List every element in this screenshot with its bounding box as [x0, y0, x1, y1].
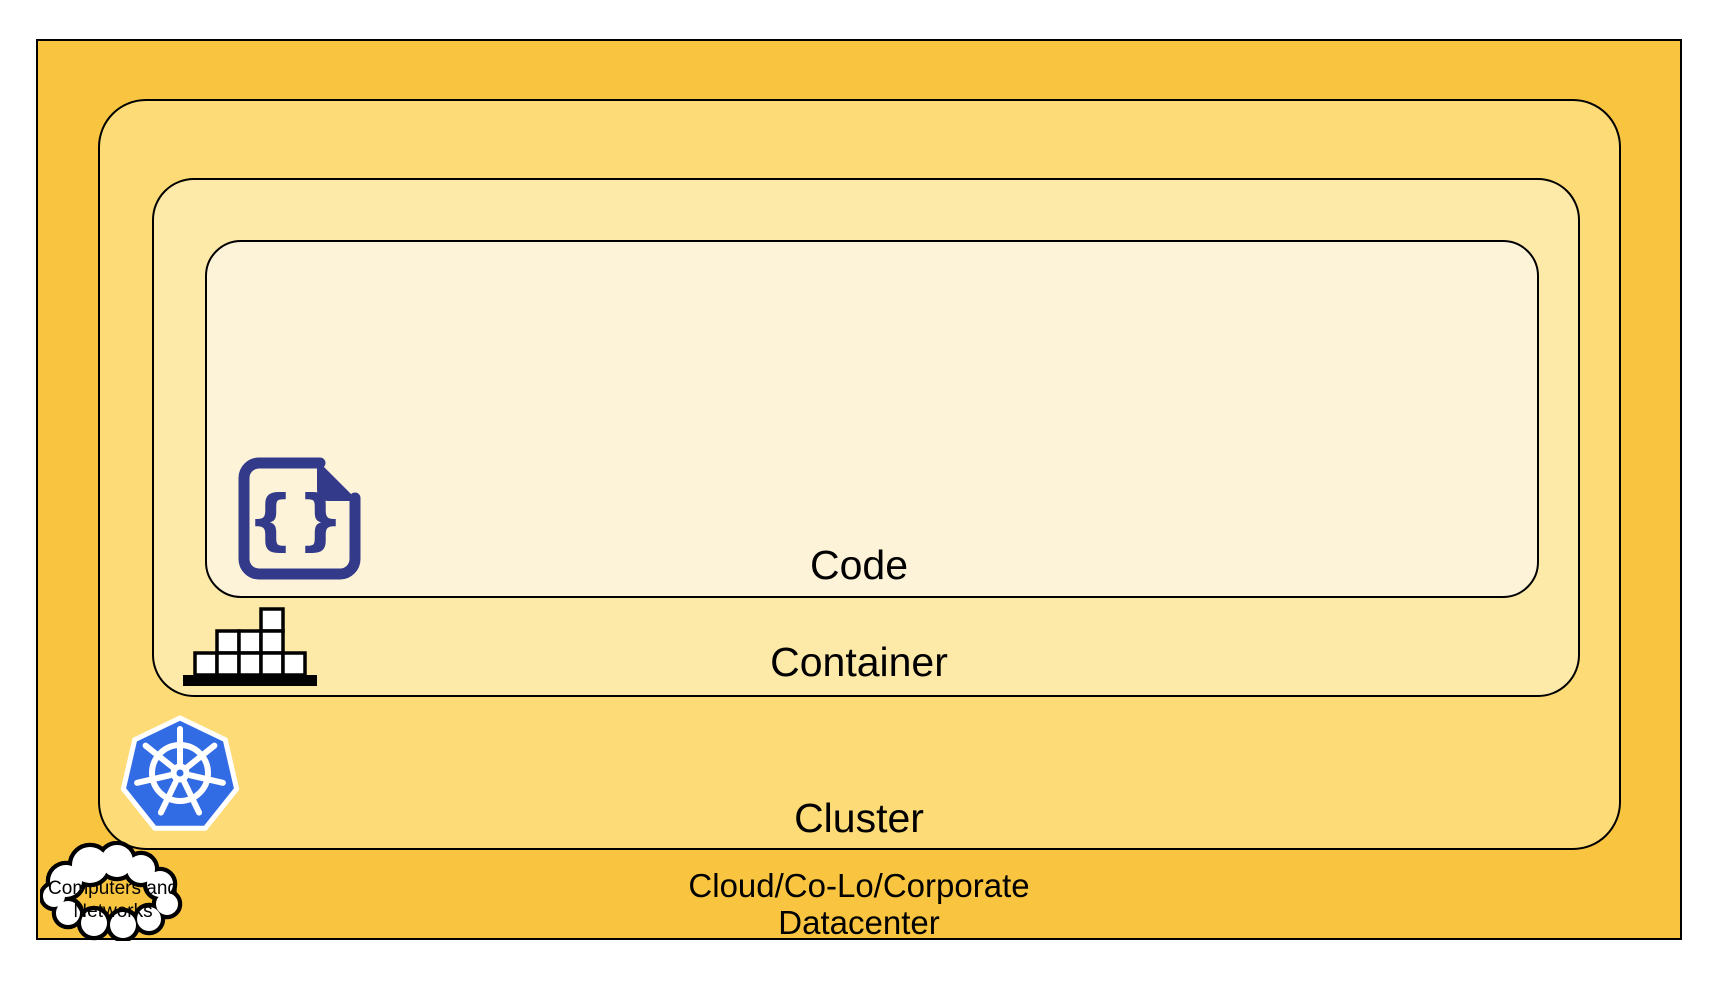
container-block: [259, 607, 285, 633]
kubernetes-icon: [120, 715, 240, 831]
container-block: [259, 651, 285, 677]
cloud-label-line2: Networks: [73, 901, 152, 922]
container-block: [193, 651, 219, 677]
cluster-layer-label: Cluster: [794, 795, 924, 841]
layer-box-code: [205, 240, 1539, 598]
container-block: [237, 629, 263, 655]
container-stack-icon: [183, 607, 317, 686]
code-braces-glyph: {}: [247, 481, 347, 558]
container-block: [259, 629, 285, 655]
container-block: [215, 629, 241, 655]
code-file-icon: {}: [238, 457, 361, 580]
container-block: [281, 651, 307, 677]
kubernetes-wheel-rim: [149, 742, 211, 804]
datacenter-layer-label-line1: Cloud/Co-Lo/Corporate: [688, 867, 1030, 904]
cloud-label-line1: Computers and: [48, 878, 178, 899]
code-layer-label: Code: [809, 542, 909, 588]
kubernetes-wheel-hub-hole: [176, 769, 184, 777]
container-base-bar: [183, 675, 317, 686]
container-block: [237, 651, 263, 677]
code-file-outline: [238, 457, 361, 580]
container-layer-label: Container: [770, 639, 948, 685]
cloud-fill: [43, 845, 178, 938]
computers-networks-cloud-icon: Computers and Networks: [40, 841, 183, 941]
container-block: [215, 651, 241, 677]
datacenter-layer-label-line2: Datacenter: [778, 904, 940, 941]
code-file-dogear: [317, 460, 358, 501]
